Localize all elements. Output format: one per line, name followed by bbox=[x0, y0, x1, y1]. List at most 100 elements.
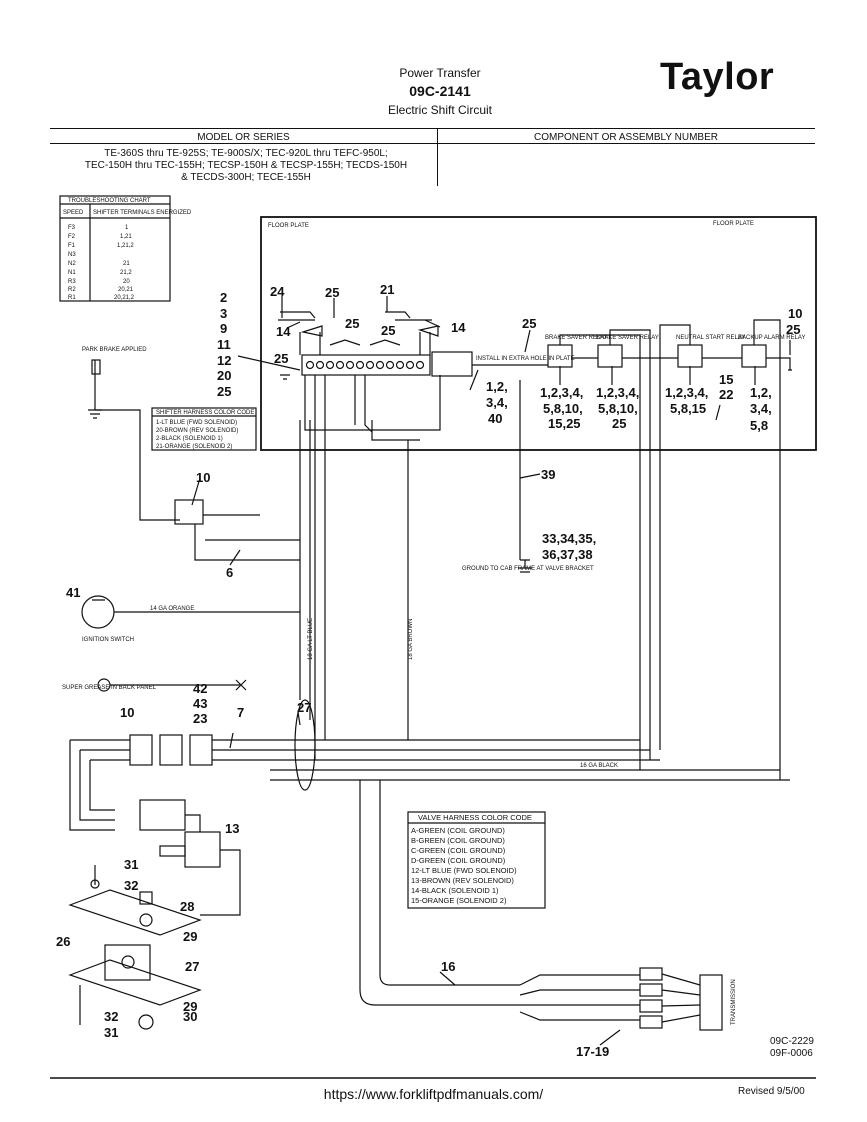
callout-number: 5,8,10, bbox=[543, 401, 583, 416]
chart-terminal-cell: 21 bbox=[123, 261, 130, 267]
callout-number: 15 bbox=[719, 372, 733, 387]
callout-number: 24 bbox=[270, 284, 285, 299]
shifter-harness-box bbox=[151, 407, 257, 451]
chart-terminal-cell: 1,21 bbox=[120, 234, 132, 240]
park-brake-switch bbox=[91, 359, 101, 375]
install-note: INSTALL IN EXTRA HOLE IN PLATE bbox=[476, 356, 575, 362]
document-number: 09C-2141 bbox=[409, 83, 471, 99]
chart-speed-cell: N2 bbox=[68, 261, 76, 267]
callout-number: 27 bbox=[185, 959, 199, 974]
callout-number: 25 bbox=[217, 384, 231, 399]
callout-number: 1,2, bbox=[750, 385, 772, 400]
callout-number: 10 bbox=[788, 306, 802, 321]
callout-number: 5,8,15 bbox=[670, 401, 706, 416]
document-subtitle: Electric Shift Circuit bbox=[387, 103, 493, 117]
chart-terminal-cell: 20 bbox=[123, 279, 130, 285]
model-column-header: MODEL OR SERIES bbox=[197, 132, 290, 143]
brand-logo: Taylor bbox=[660, 56, 775, 98]
callout-number: 42 bbox=[193, 681, 207, 696]
wire-label-brown: 18 GA BROWN bbox=[408, 619, 414, 660]
callout-number: 39 bbox=[541, 467, 555, 482]
callout-number: 3,4, bbox=[750, 401, 772, 416]
backup-alarm-relay-label: BACKUP ALARM RELAY bbox=[738, 335, 805, 341]
connector-block-a bbox=[129, 734, 153, 766]
callout-number: 23 bbox=[193, 711, 207, 726]
chart-speed-cell: R3 bbox=[68, 279, 76, 285]
valve-harness-line: 13-BROWN (REV SOLENOID) bbox=[411, 876, 514, 885]
callout-number: 10 bbox=[196, 470, 210, 485]
nut-30 bbox=[138, 1014, 154, 1030]
callout-number: 14 bbox=[451, 320, 466, 335]
chart-col-speed: SPEED bbox=[63, 210, 84, 216]
callout-number: 31 bbox=[124, 857, 138, 872]
valve-harness-line: C-GREEN (COIL GROUND) bbox=[411, 846, 506, 855]
callout-number: 41 bbox=[66, 585, 80, 600]
callout-number: 11 bbox=[217, 337, 231, 352]
park-brake-label: PARK BRAKE APPLIED bbox=[82, 347, 147, 353]
document-title: Power Transfer bbox=[399, 66, 481, 80]
callout-number: 10 bbox=[120, 705, 134, 720]
shifter-harness-title: SHIFTER HARNESS COLOR CODE bbox=[156, 410, 254, 416]
wire-label-orange: 14 GA ORANGE bbox=[150, 606, 194, 612]
callout-number: 43 bbox=[193, 696, 207, 711]
callout-number: 17-19 bbox=[576, 1044, 609, 1059]
callout-number: 25 bbox=[325, 285, 339, 300]
chart-terminal-cell: 1,21,2 bbox=[117, 243, 134, 249]
component-column-header: COMPONENT OR ASSEMBLY NUMBER bbox=[534, 132, 718, 143]
callout-number: 29 bbox=[183, 999, 197, 1014]
terminal-strip bbox=[301, 354, 431, 376]
valve-harness-line: 15-ORANGE (SOLENOID 2) bbox=[411, 896, 507, 905]
transmission-connector bbox=[699, 974, 723, 1031]
shifter-harness-line: 20-BROWN (REV SOLENOID) bbox=[156, 428, 238, 434]
mounting-plate-top bbox=[68, 889, 202, 936]
chart-speed-cell: R2 bbox=[68, 287, 76, 293]
mounting-plate-bottom bbox=[68, 959, 202, 1006]
chart-speed-cell: R1 bbox=[68, 295, 76, 301]
chart-speed-cell: F1 bbox=[68, 243, 76, 249]
chart-col-terminals: SHIFTER TERMINALS ENERGIZED bbox=[93, 210, 192, 216]
callout-number: 1,2,3,4, bbox=[540, 385, 583, 400]
floor-plate-label-right: FLOOR PLATE bbox=[713, 221, 754, 227]
callout-number: 16 bbox=[441, 959, 455, 974]
callout-number: 25 bbox=[522, 316, 536, 331]
shifter-connector bbox=[174, 499, 204, 525]
callout-number: 20 bbox=[217, 368, 231, 383]
callout-number: 36,37,38 bbox=[542, 547, 593, 562]
neutral-start-relay-label: NEUTRAL START RELAY bbox=[676, 335, 745, 341]
callout-number: 25 bbox=[381, 323, 395, 338]
chart-speed-cell: N1 bbox=[68, 270, 76, 276]
model-line-1: TE-360S thru TE-925S; TE-900S/X; TEC-920… bbox=[104, 148, 388, 159]
valve-harness-line: D-GREEN (COIL GROUND) bbox=[411, 856, 506, 865]
shifter-harness-line: 1-LT BLUE (FWD SOLENOID) bbox=[156, 420, 237, 426]
callout-number: 27 bbox=[297, 700, 311, 715]
callout-number: 29 bbox=[183, 929, 197, 944]
ignition-switch-label: IGNITION SWITCH bbox=[82, 637, 134, 643]
callout-number: 33,34,35, bbox=[542, 531, 596, 546]
chart-speed-cell: N3 bbox=[68, 252, 76, 258]
callout-number: 1,2, bbox=[486, 379, 508, 394]
callout-number: 9 bbox=[220, 321, 227, 336]
callout-number: 40 bbox=[488, 411, 502, 426]
callout-number: 13 bbox=[225, 821, 239, 836]
callout-number: 25 bbox=[274, 351, 288, 366]
brake-saver-relay-label-2: BRAKE SAVER RELAY bbox=[596, 335, 659, 341]
callout-number: 1,2,3,4, bbox=[596, 385, 639, 400]
brake-saver-relay-2 bbox=[597, 344, 623, 368]
callout-number: 3,4, bbox=[486, 395, 508, 410]
chart-terminal-cell: 1 bbox=[125, 225, 129, 231]
terminal-screws bbox=[305, 360, 425, 370]
wire-label-black: 16 GA BLACK bbox=[580, 763, 618, 769]
callout-number: 6 bbox=[226, 565, 233, 580]
callout-number: 30 bbox=[183, 1009, 197, 1024]
source-url[interactable]: https://www.forkliftpdfmanuals.com/ bbox=[323, 1086, 544, 1102]
model-line-2: TEC-150H thru TEC-155H; TECSP-150H & TEC… bbox=[84, 160, 408, 171]
valve-harness-box bbox=[407, 811, 546, 909]
callout-number: 15,25 bbox=[548, 416, 581, 431]
callout-number: 25 bbox=[612, 416, 626, 431]
terminal-block-right bbox=[431, 351, 473, 377]
callout-number: 5,8,10, bbox=[598, 401, 638, 416]
harness-16 bbox=[359, 780, 520, 1006]
connector-block-b bbox=[159, 734, 183, 766]
callout-number: 26 bbox=[56, 934, 70, 949]
